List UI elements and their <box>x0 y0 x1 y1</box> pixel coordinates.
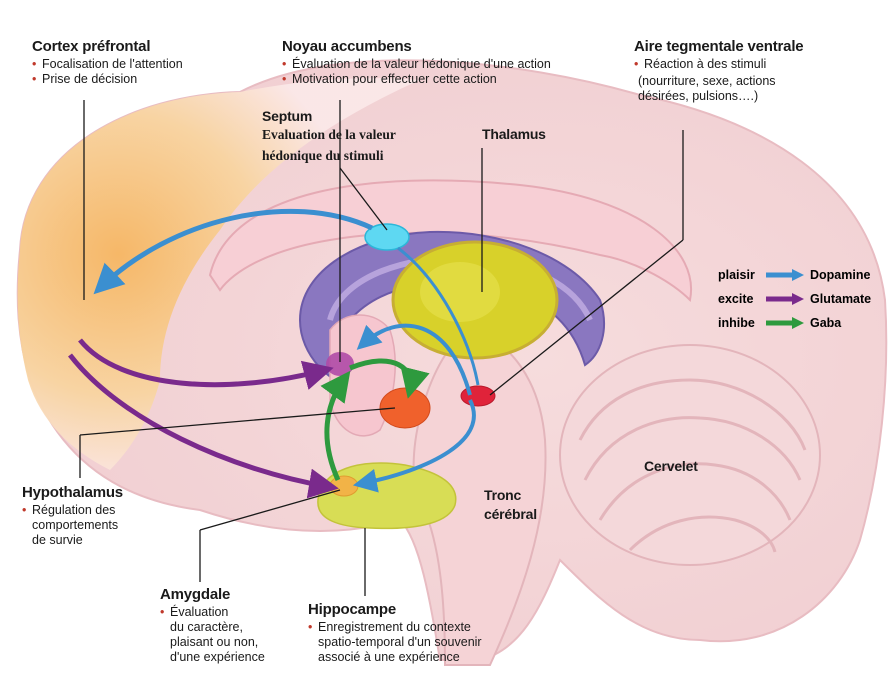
legend-arrow-purple-icon <box>764 292 806 306</box>
legend-label: Gaba <box>810 316 841 330</box>
prefrontal-cortex-title: Cortex préfrontal <box>32 38 183 55</box>
amygdala-item: Évaluation <box>160 605 265 620</box>
hypothalamus-line: comportements <box>32 518 123 533</box>
hippocampus-line: spatio-temporal d'un souvenir <box>318 635 482 650</box>
septum-line: hédonique du stimuli <box>262 145 396 166</box>
septum-line: Evaluation de la valeur <box>262 124 396 145</box>
brainstem-line: Tronc <box>484 486 537 505</box>
legend-word: plaisir <box>718 268 764 282</box>
legend-arrow-green-icon <box>764 316 806 330</box>
hippocampus-title: Hippocampe <box>308 601 482 618</box>
prefrontal-cortex-item: Focalisation de l'attention <box>32 57 183 72</box>
prefrontal-cortex-item: Prise de décision <box>32 72 183 87</box>
legend-row-gaba: inhibe Gaba <box>718 316 841 330</box>
amygdala-line: du caractère, <box>170 620 265 635</box>
hypothalamus-item: Régulation des <box>22 503 123 518</box>
label-prefrontal-cortex: Cortex préfrontal Focalisation de l'atte… <box>32 38 183 87</box>
label-amygdala: Amygdale Évaluation du caractère, plaisa… <box>160 586 265 665</box>
hippocampus-continuation: spatio-temporal d'un souvenir associé à … <box>308 635 482 665</box>
vta-extra-line: (nourriture, sexe, actions <box>638 74 803 89</box>
septum-description: Evaluation de la valeur hédonique du sti… <box>262 124 396 166</box>
hypothalamus-continuation: comportements de survie <box>22 518 123 548</box>
legend: plaisir Dopamine excite Glutamate inhibe… <box>718 268 893 338</box>
amygdala-line: plaisant ou non, <box>170 635 265 650</box>
label-cerebellum: Cervelet <box>644 458 698 474</box>
label-thalamus: Thalamus <box>482 126 546 142</box>
hippocampus-list: Enregistrement du contexte <box>308 620 482 635</box>
amygdala-list: Évaluation <box>160 605 265 620</box>
amygdala-line: d'une expérience <box>170 650 265 665</box>
legend-arrow-blue-icon <box>764 268 806 282</box>
amygdala-spot <box>330 476 358 496</box>
hypothalamus-title: Hypothalamus <box>22 484 123 501</box>
label-hippocampus: Hippocampe Enregistrement du contexte sp… <box>308 601 482 665</box>
legend-row-dopamine: plaisir Dopamine <box>718 268 870 282</box>
label-hypothalamus: Hypothalamus Régulation des comportement… <box>22 484 123 548</box>
label-brainstem: Tronc cérébral <box>484 486 537 524</box>
hippocampus-line: associé à une expérience <box>318 650 482 665</box>
brainstem-line: cérébral <box>484 505 537 524</box>
nucleus-accumbens-title: Noyau accumbens <box>282 38 551 55</box>
legend-row-glutamate: excite Glutamate <box>718 292 871 306</box>
nucleus-accumbens-list: Évaluation de la valeur hédonique d'une … <box>282 57 551 87</box>
hypothalamus-list: Régulation des <box>22 503 123 518</box>
hippocampus-item: Enregistrement du contexte <box>308 620 482 635</box>
nucleus-accumbens-item: Motivation pour effectuer cette action <box>282 72 551 87</box>
vta-extra: (nourriture, sexe, actions désirées, pul… <box>634 74 803 104</box>
vta-item: Réaction à des stimuli <box>634 57 803 72</box>
cerebellum-region <box>560 345 820 565</box>
label-septum: Septum Evaluation de la valeur hédonique… <box>262 108 396 166</box>
hypothalamus-line: de survie <box>32 533 123 548</box>
amygdala-continuation: du caractère, plaisant ou non, d'une exp… <box>160 620 265 665</box>
legend-label: Dopamine <box>810 268 870 282</box>
prefrontal-cortex-list: Focalisation de l'attention Prise de déc… <box>32 57 183 87</box>
vta-spot <box>461 386 495 406</box>
amygdala-title: Amygdale <box>160 586 265 603</box>
legend-word: excite <box>718 292 764 306</box>
vta-title: Aire tegmentale ventrale <box>634 38 803 55</box>
vta-list: Réaction à des stimuli <box>634 57 803 72</box>
vta-extra-line: désirées, pulsions….) <box>638 89 803 104</box>
legend-label: Glutamate <box>810 292 871 306</box>
label-ventral-tegmental-area: Aire tegmentale ventrale Réaction à des … <box>634 38 803 104</box>
label-nucleus-accumbens: Noyau accumbens Évaluation de la valeur … <box>282 38 551 87</box>
nucleus-accumbens-item: Évaluation de la valeur hédonique d'une … <box>282 57 551 72</box>
legend-word: inhibe <box>718 316 764 330</box>
septum-title: Septum <box>262 108 396 124</box>
